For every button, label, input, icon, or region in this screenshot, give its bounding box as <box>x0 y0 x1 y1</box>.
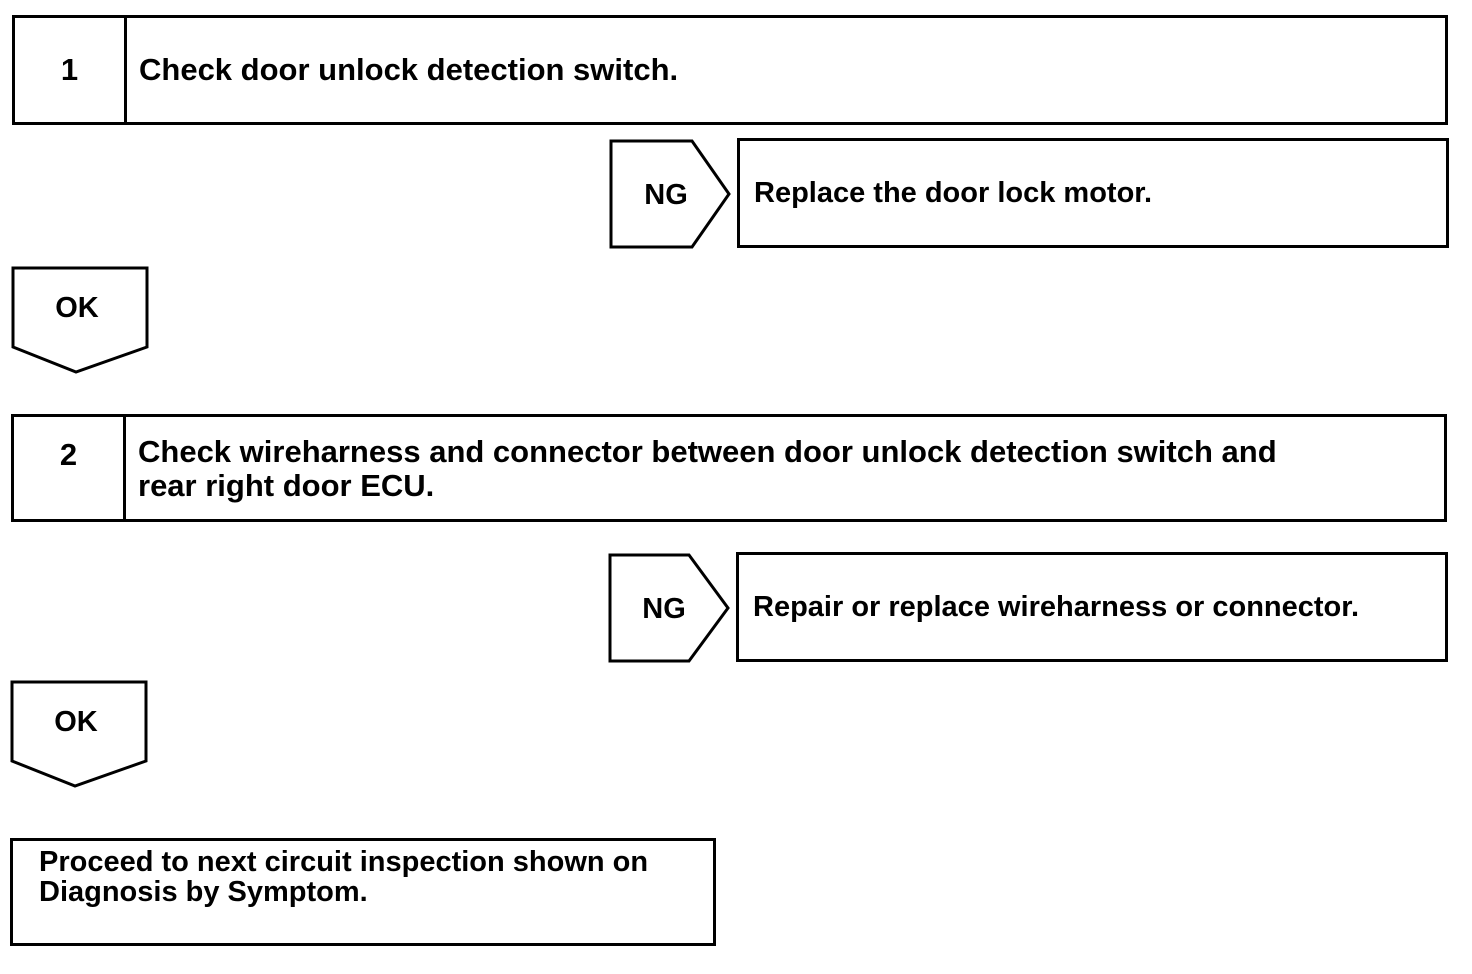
step-2-text: Check wireharness and connector between … <box>126 417 1444 519</box>
step-2-text-line-1: Check wireharness and connector between … <box>138 434 1277 469</box>
step-1-ng-result-box: Replace the door lock motor. <box>737 138 1449 248</box>
final-instruction-box: Proceed to next circuit inspection shown… <box>10 838 716 946</box>
step-1-ng-label: NG <box>644 179 688 211</box>
final-line-1: Proceed to next circuit inspection shown… <box>39 846 649 878</box>
step-2-ok-label: OK <box>54 706 98 738</box>
step-2-box: 2 Check wireharness and connector betwee… <box>11 414 1447 522</box>
step-2-number: 2 <box>14 417 126 519</box>
step-2-ng-result-box: Repair or replace wireharness or connect… <box>736 552 1448 662</box>
step-1-ok-label: OK <box>55 292 99 324</box>
step-1-number: 1 <box>15 18 127 122</box>
step-1-text: Check door unlock detection switch. <box>139 52 679 87</box>
step-1-box: 1 Check door unlock detection switch. <box>12 15 1448 125</box>
step-2-text-line-2: rear right door ECU. <box>138 468 435 503</box>
step-2-ok-arrow: OK <box>10 680 148 788</box>
step-2-ng-label: NG <box>642 593 686 625</box>
step-1-ng-action: Replace the door lock motor. <box>754 176 1153 209</box>
step-1-ok-arrow: OK <box>11 266 149 374</box>
step-2-ng-action: Repair or replace wireharness or connect… <box>753 590 1360 623</box>
step-2-ng-arrow: NG <box>608 553 730 663</box>
final-line-2: Diagnosis by Symptom. <box>39 876 368 908</box>
step-1-ng-arrow: NG <box>609 139 731 249</box>
